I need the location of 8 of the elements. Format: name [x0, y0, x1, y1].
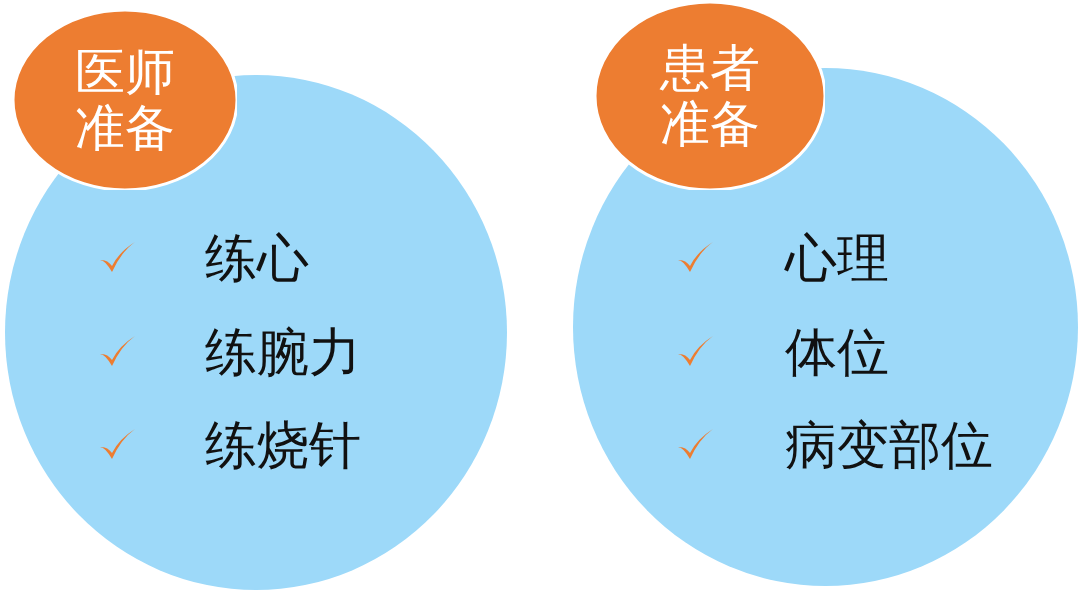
list-item: 练烧针	[205, 415, 361, 475]
heading-text: 患者准备	[659, 40, 761, 152]
list-item: 病变部位	[785, 415, 993, 475]
list-item: 练心	[205, 228, 309, 288]
list-item: 练腕力	[205, 322, 361, 382]
heading-text: 医师准备	[74, 44, 176, 156]
list-item: 心理	[785, 228, 889, 288]
list-item: 体位	[785, 322, 889, 382]
